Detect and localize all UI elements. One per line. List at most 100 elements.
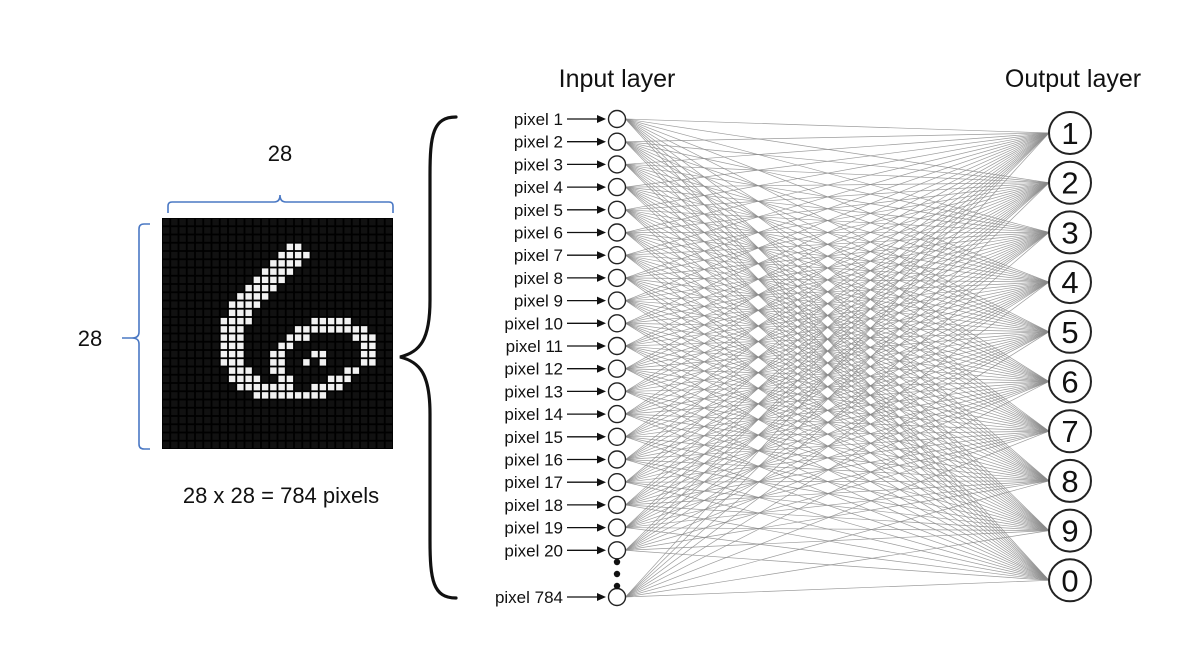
pixel-cell [261, 433, 269, 440]
pixel-cell [294, 227, 302, 234]
input-arrow-head [597, 273, 606, 282]
input-node-circle [607, 268, 627, 288]
input-node-circle [607, 495, 627, 515]
pixel-cell [195, 317, 203, 325]
pixel-cell [212, 260, 219, 267]
pixel-cell [327, 235, 335, 242]
output-node-circle [1048, 359, 1092, 404]
pixel-cell-lit [220, 342, 228, 350]
pixel-cell [212, 284, 219, 292]
pixel-cell [220, 260, 228, 267]
pixel-cell [195, 235, 203, 242]
pixel-cell [369, 441, 376, 449]
pixel-cell [171, 243, 178, 251]
pixel-cell [179, 235, 186, 242]
pixel-cell-lit [253, 284, 261, 292]
pixel-cell [319, 268, 327, 275]
connection-line [625, 381, 1050, 438]
input-node-circle [607, 473, 627, 492]
pixel-cell-lit [286, 342, 294, 350]
pixel-cell-lit [237, 350, 244, 358]
pixel-cell [385, 350, 393, 358]
pixel-cell [162, 260, 170, 267]
pixel-cell [360, 301, 368, 308]
pixel-cell [369, 260, 376, 267]
pixel-cell [319, 251, 327, 259]
pixel-cell-lit [319, 359, 327, 366]
connection-line [625, 232, 1050, 324]
pixel-cell [319, 227, 327, 234]
top-bracket [167, 194, 394, 213]
pixel-cell [171, 268, 178, 275]
input-node-circle [607, 382, 627, 401]
pixel-cell [286, 284, 294, 292]
pixel-cell [352, 260, 360, 267]
pixel-cell-lit [228, 326, 236, 333]
pixel-cell [352, 400, 360, 407]
pixel-cell [311, 425, 318, 432]
pixel-cell-lit [270, 359, 277, 366]
input-node-label: pixel 12 [504, 360, 563, 379]
pixel-cell [212, 408, 219, 416]
pixel-cell [360, 416, 368, 424]
pixel-cell-lit [261, 284, 269, 292]
pixel-cell-lit [319, 350, 327, 358]
pixel-cell [327, 350, 335, 358]
pixel-cell-lit [245, 317, 252, 325]
pixel-cell [344, 235, 351, 242]
pixel-cell [187, 359, 195, 366]
pixel-cell [352, 243, 360, 251]
pixel-cell [253, 367, 261, 374]
pixel-cell [344, 359, 351, 366]
pixel-cell [195, 326, 203, 333]
pixel-cell [377, 243, 384, 251]
pixel-cell [261, 359, 269, 366]
connection-line [625, 254, 1050, 382]
pixel-cell [303, 227, 310, 234]
pixel-cell [204, 243, 211, 251]
pixel-cell [179, 251, 186, 259]
pixel-cell [344, 268, 351, 275]
connection-line [625, 182, 1050, 460]
pixel-cell [278, 235, 285, 242]
pixel-cell-lit [336, 383, 343, 391]
pixel-cell [352, 293, 360, 300]
connection-line [625, 132, 1050, 165]
pixel-cell [204, 301, 211, 308]
pixel-cell [270, 425, 277, 432]
output-node-circle [1048, 260, 1092, 305]
input-node-label: pixel 15 [504, 428, 563, 447]
pixel-cell [270, 243, 277, 251]
pixel-cell-lit [237, 334, 244, 341]
input-node-circle [607, 109, 627, 129]
input-node: pixel 3 [514, 155, 627, 174]
pixel-cell-lit [278, 392, 285, 399]
input-node: pixel 18 [504, 495, 627, 515]
pixel-cell [228, 284, 236, 292]
pixel-cell [377, 425, 384, 432]
pixel-cell [270, 326, 277, 333]
pixel-cell-lit [369, 342, 376, 350]
connection-line [625, 345, 1050, 482]
pixel-cell-lit [336, 326, 343, 333]
pixel-cell [245, 260, 252, 267]
pixel-cell-lit [220, 334, 228, 341]
connection-line [625, 481, 1050, 581]
pixel-cell [261, 408, 269, 416]
pixel-cell [220, 293, 228, 300]
pixel-cell [204, 392, 211, 399]
pixel-cell-lit [237, 301, 244, 308]
pixel-cell [245, 350, 252, 358]
input-node: pixel 15 [504, 427, 627, 447]
digit-image [162, 218, 393, 449]
pixel-cell-lit [286, 334, 294, 341]
pixel-cell [377, 367, 384, 374]
pixel-cell [286, 227, 294, 234]
pixel-cell [377, 408, 384, 416]
pixel-cell [195, 367, 203, 374]
input-node-circle [607, 587, 627, 607]
pixel-cell [369, 251, 376, 259]
pixel-cell [294, 218, 302, 226]
connection-line [625, 132, 1050, 506]
pixel-cell [228, 408, 236, 416]
